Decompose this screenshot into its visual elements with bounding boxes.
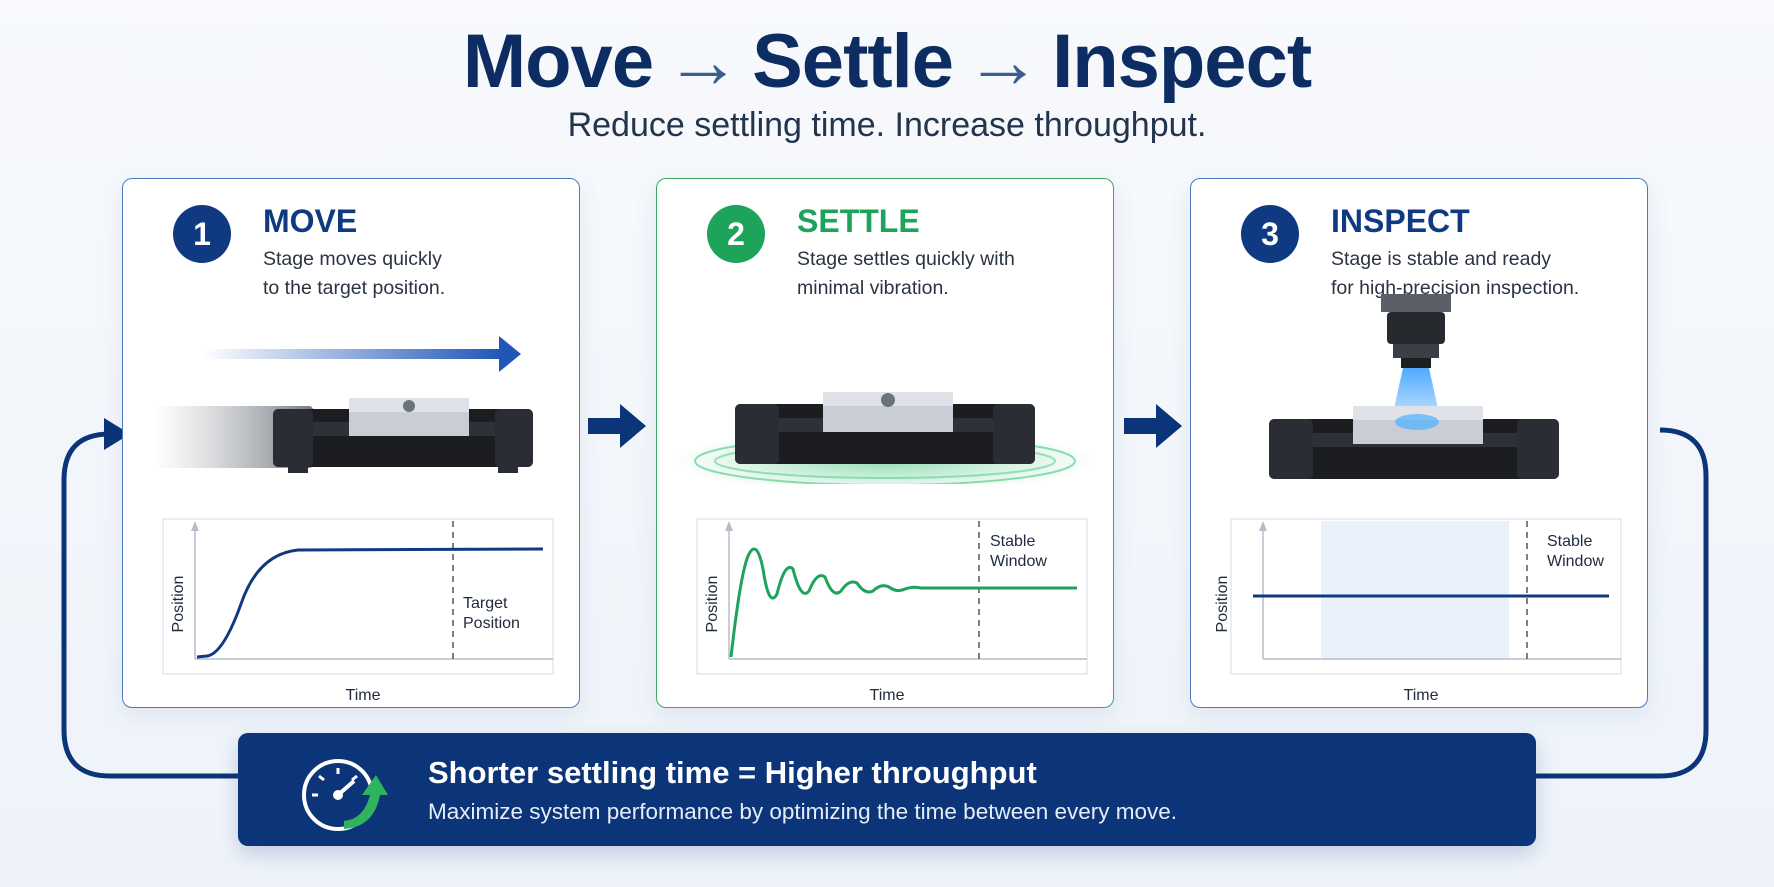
flow-arrow-icon [1124,404,1182,448]
chart-annotation-line1: Target [463,595,508,612]
step-response-curve [196,547,544,659]
title-move: Move [462,19,654,104]
chart-y-label: Position [170,576,187,633]
chart-x-label: Time [870,687,905,704]
chart-annotation-line2: Position [463,615,520,632]
chart-annotation-line1: Stable [990,533,1035,550]
step-title: MOVE [263,203,358,239]
stable-window-region [1321,521,1509,659]
motion-arrow-shaft [203,349,503,359]
position-time-chart: Position Time Stable Window [1214,518,1622,704]
chart-x-label: Time [1404,687,1439,704]
title-settle: Settle [752,19,954,104]
position-time-chart: Position Time Target Position [162,518,554,704]
loop-arrow-icon [104,418,130,450]
chart-y-label: Position [1214,576,1231,633]
settling-stage-illustration [675,392,1095,484]
banner-title: Shorter settling time = Higher throughpu… [428,755,1037,790]
step-number-badge: 2 [707,205,765,263]
flow-arrow-icon [588,404,646,448]
position-time-chart: Position Time Stable Window [696,518,1088,704]
page-title: Move→Settle→Inspect [0,18,1774,105]
banner-description: Maximize system performance by optimizin… [428,799,1178,824]
damped-oscillation-curve [729,547,1077,658]
title-arrow-icon: → [965,19,1041,104]
chart-y-label: Position [704,576,721,633]
step-description: Stage is stable and ready for high-preci… [1331,248,1580,299]
step-description: Stage settles quickly with minimal vibra… [797,248,1015,299]
chart-x-label: Time [346,687,381,704]
step-description: Stage moves quickly to the target positi… [263,248,446,299]
title-arrow-icon: → [665,19,741,104]
step-card-settle: 2 SETTLE Stage settles quickly with mini… [656,178,1114,708]
inspection-stage-illustration [1269,294,1559,479]
title-inspect: Inspect [1052,19,1312,104]
chart-annotation-line2: Window [990,553,1047,570]
throughput-banner: Shorter settling time = Higher throughpu… [238,733,1536,846]
motion-arrow-icon [499,336,521,372]
camera-lens-icon [1381,294,1451,312]
step-card-move: 1 MOVE Stage moves quickly to the target… [122,178,580,708]
moving-stage-illustration [153,336,533,473]
step-number-badge: 1 [173,205,231,263]
page-subtitle: Reduce settling time. Increase throughpu… [567,106,1207,144]
step-card-inspect: 3 INSPECT Stage is stable and ready for … [1190,178,1648,708]
step-title: SETTLE [797,203,920,239]
step-title: INSPECT [1331,203,1470,239]
chart-annotation-line1: Stable [1547,533,1592,550]
speedometer-icon [302,759,388,831]
step-number-badge: 3 [1241,205,1299,263]
chart-annotation-line2: Window [1547,553,1604,570]
